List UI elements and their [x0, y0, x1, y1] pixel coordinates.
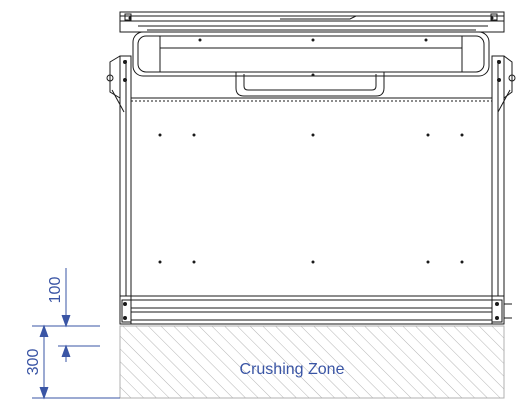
upper-beam [132, 31, 490, 77]
corner-bolts [123, 16, 501, 320]
dimension-300 [32, 324, 120, 400]
bottom-beam [119, 295, 505, 325]
dimension-300-label: 300 [25, 349, 42, 376]
crushing-zone-hatch [119, 325, 505, 399]
panel-fasteners [158, 38, 464, 264]
machine-frame [106, 11, 516, 325]
left-bracket [109, 55, 121, 99]
right-bracket [503, 55, 513, 99]
crushing-zone: Crushing Zone [119, 325, 505, 399]
handle-recess [235, 72, 385, 97]
dimension-100-label: 100 [47, 277, 64, 304]
dimension-100 [58, 268, 100, 362]
top-rail [119, 11, 505, 33]
crushing-zone-label: Crushing Zone [240, 361, 345, 378]
